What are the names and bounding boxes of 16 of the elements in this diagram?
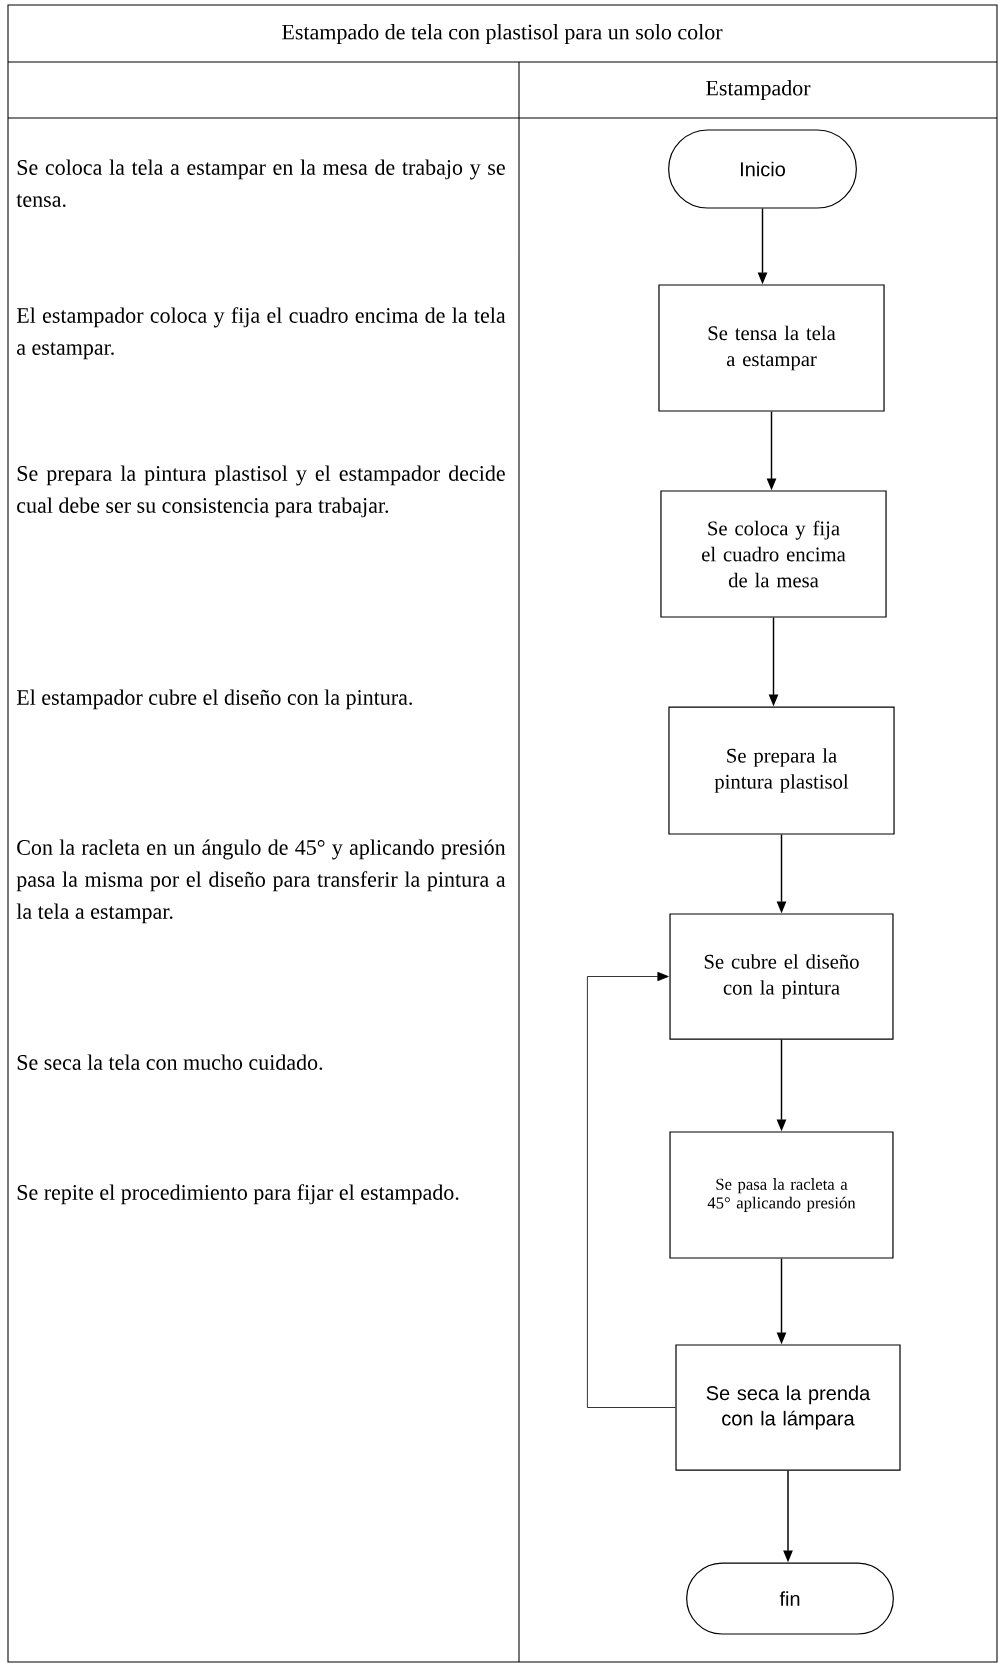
process-box: Se cubre el diseño con la pintura — [669, 913, 894, 1040]
process-box: Se pasa la racleta a 45° aplicando presión — [669, 1131, 894, 1259]
table-title: Estampado de tela con plastisol para un solo color — [282, 24, 723, 44]
step-description: El estampador coloca y fija el cuadro encima de la tela a estampar. — [16, 307, 506, 360]
arrow — [587, 971, 676, 1408]
process-box: Se prepara la pintura plastisol — [668, 706, 895, 835]
step-description: El estampador cubre el diseño con la pintura. — [16, 689, 412, 710]
process-box: Se coloca y fija el cuadro encima de la mesa — [660, 490, 887, 618]
step-description: Con la racleta en un ángulo de 45° y aplicando presión pasa la misma por el diseño para transferir la pintura a la tela a estampar. — [16, 839, 506, 924]
column-header: Estampador — [706, 80, 811, 100]
step-description: Se coloca la tela a estampar en la mesa de trabajo y se tensa. — [16, 159, 505, 207]
step-description: Se repite el procedimiento para fijar el estampado. — [17, 1184, 459, 1205]
step-description: Se seca la tela con mucho cuidado. — [17, 1054, 323, 1070]
process-box: Se seca la prenda con la lámpara — [675, 1344, 901, 1471]
process-box: Se tensa la tela a estampar — [658, 284, 885, 412]
step-description: Se prepara la pintura plastisol y el estampador decide cual debe ser su consistencia para trabajar. — [17, 465, 505, 518]
